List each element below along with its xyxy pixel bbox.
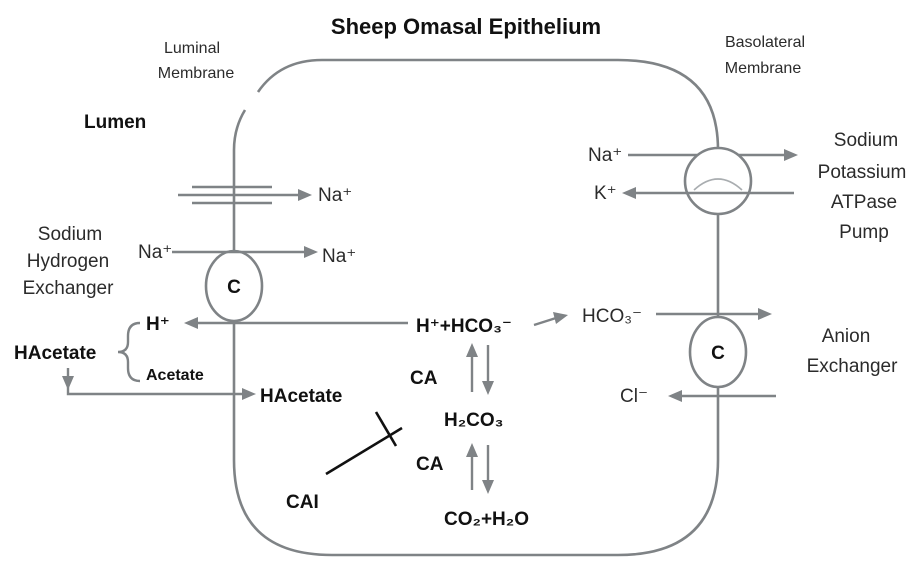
nhe-na-in-label: Na⁺ bbox=[138, 242, 172, 263]
h-out-label: H⁺ bbox=[146, 314, 170, 335]
diagram-title: Sheep Omasal Epithelium bbox=[331, 14, 601, 39]
cai-label: CAI bbox=[286, 492, 319, 513]
pump-na-label: Na⁺ bbox=[588, 145, 622, 166]
nhe-label-3: Exchanger bbox=[23, 278, 115, 299]
basolateral-membrane-label-2: Membrane bbox=[725, 60, 802, 77]
acetate-bracket bbox=[117, 321, 141, 383]
hacetate-cell-label: HAcetate bbox=[260, 386, 342, 407]
basolateral-membrane-label-1: Basolateral bbox=[725, 34, 805, 51]
luminal-membrane-label-2: Membrane bbox=[158, 65, 235, 82]
nhe-label-2: Hydrogen bbox=[27, 251, 109, 272]
h-hco3-label: H⁺+HCO₃⁻ bbox=[416, 316, 512, 337]
baso-hco3-arrowhead bbox=[758, 308, 772, 320]
ca-label-2: CA bbox=[416, 454, 444, 475]
na-channel-label: Na⁺ bbox=[318, 185, 352, 206]
luminal-membrane-label-1: Luminal bbox=[164, 40, 220, 57]
anion-c-label: C bbox=[711, 343, 725, 364]
hco3-arrowhead bbox=[553, 312, 568, 324]
eq1-down-arrowhead bbox=[482, 381, 494, 395]
pump-k-arrowhead bbox=[622, 187, 636, 199]
nhe-label-1: Sodium bbox=[38, 224, 102, 245]
h2co3-label: H₂CO₃ bbox=[444, 410, 503, 431]
hacetate-lumen-label: HAcetate bbox=[14, 343, 96, 364]
baso-hco3-label: HCO₃⁻ bbox=[582, 306, 642, 327]
nhe-na-out-label: Na⁺ bbox=[322, 246, 356, 267]
pump-na-arrowhead bbox=[784, 149, 798, 161]
cell-membrane bbox=[232, 58, 720, 557]
eq2-up-arrowhead bbox=[466, 443, 478, 457]
eq2-down-arrowhead bbox=[482, 480, 494, 494]
pump-label-2: Potassium bbox=[818, 162, 907, 183]
atpase-pump-arc bbox=[693, 178, 743, 191]
cai-inhibition-bar bbox=[374, 411, 398, 447]
hacetate-right-arrowhead bbox=[242, 388, 256, 400]
pump-k-label: K⁺ bbox=[594, 183, 617, 204]
hco3-arrow bbox=[533, 316, 557, 327]
cl-label: Cl⁻ bbox=[620, 386, 648, 407]
pump-label-4: Pump bbox=[839, 222, 889, 243]
ca-label-1: CA bbox=[410, 368, 438, 389]
anion-label-1: Anion bbox=[822, 326, 871, 347]
nhe-c-label: C bbox=[227, 277, 241, 298]
hacetate-down-arrowhead bbox=[62, 376, 74, 390]
pump-label-3: ATPase bbox=[831, 192, 897, 213]
na-channel-arrowhead bbox=[298, 189, 312, 201]
h-out-arrowhead bbox=[184, 317, 198, 329]
anion-exchanger bbox=[688, 315, 748, 389]
nhe-na-arrowhead bbox=[304, 246, 318, 258]
atpase-pump bbox=[683, 146, 753, 216]
acetate-label: Acetate bbox=[146, 367, 204, 384]
lumen-label: Lumen bbox=[84, 112, 146, 133]
pump-label-1: Sodium bbox=[834, 130, 898, 151]
anion-label-2: Exchanger bbox=[807, 356, 899, 377]
co2-h2o-label: CO₂+H₂O bbox=[444, 509, 529, 530]
cl-arrowhead bbox=[668, 390, 682, 402]
eq1-up-arrowhead bbox=[466, 343, 478, 357]
